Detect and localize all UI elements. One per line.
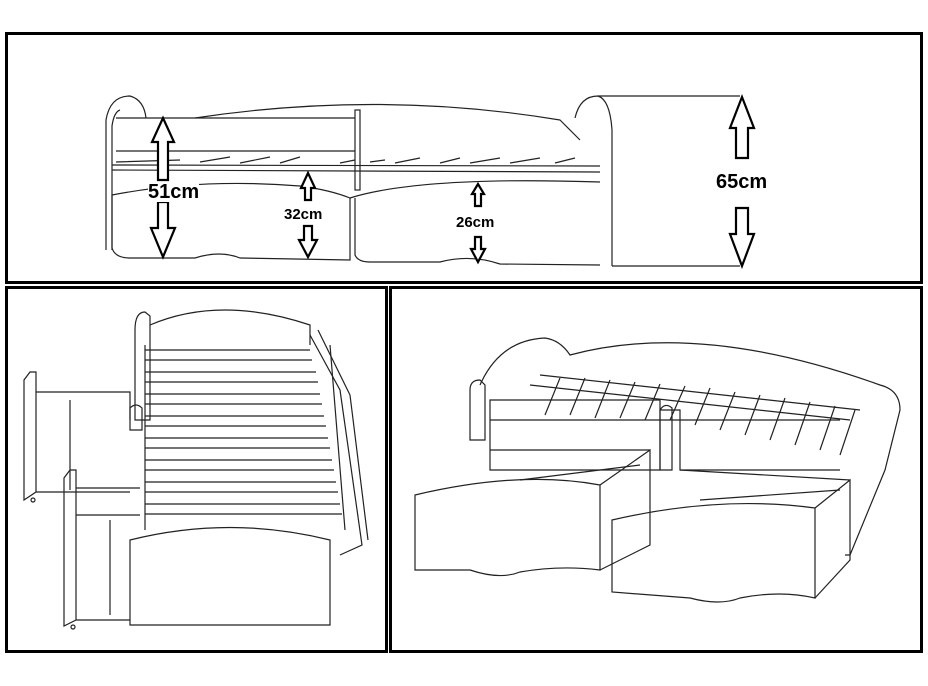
arrow-down-icon	[469, 235, 487, 265]
height-label-32cm: 32cm	[284, 206, 323, 223]
height-label-26cm: 26cm	[456, 214, 495, 231]
bed-top-view	[23, 309, 369, 630]
arrow-up-icon	[470, 181, 486, 208]
arrow-up-icon	[299, 170, 317, 202]
arrow-down-icon	[149, 200, 177, 260]
arrow-down-icon	[728, 206, 756, 270]
arrow-up-icon	[150, 115, 176, 182]
bed-perspective-view	[414, 337, 901, 603]
arrow-down-icon	[297, 224, 319, 260]
arrow-up-icon	[728, 93, 756, 160]
height-label-51cm: 51cm	[148, 181, 200, 203]
height-label-65cm: 65cm	[716, 171, 768, 193]
dimension-arrows	[149, 93, 756, 270]
bed-front-view	[105, 95, 740, 267]
